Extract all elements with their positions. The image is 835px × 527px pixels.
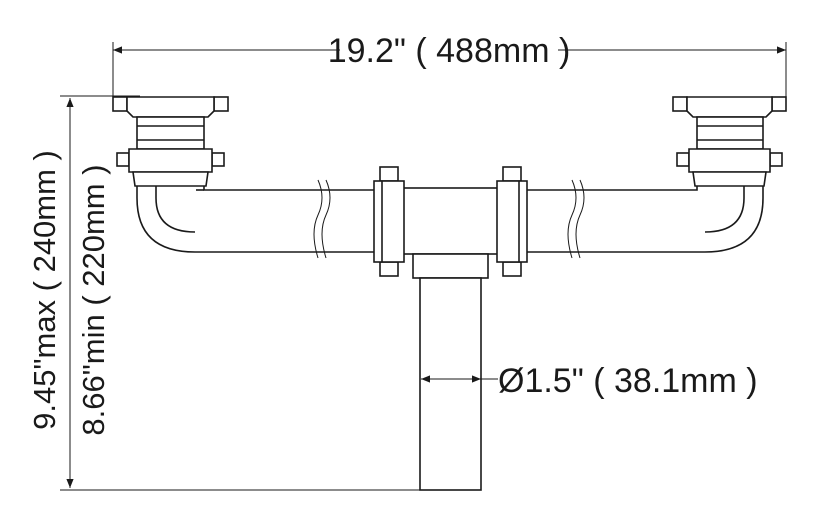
width-label: 19.2" ( 488mm ) [328, 32, 571, 70]
right-pipe-break-1 [567, 179, 577, 259]
left-nut-lower [132, 171, 209, 187]
left-flange-tab-left [112, 96, 128, 112]
tee-body [402, 187, 499, 255]
tee-left-nut-tab-top [379, 166, 399, 182]
left-slip-nut [128, 148, 213, 173]
left-pipe [136, 179, 380, 259]
tee-right-nut-tab-bottom [502, 261, 522, 277]
tee-right-slip-nut [496, 180, 528, 263]
right-nut-tab-right [769, 152, 783, 167]
right-top-flange [686, 96, 773, 118]
right-pipe-break-2 [575, 179, 585, 259]
tee-left-slip-nut [373, 180, 405, 263]
diameter-label: Ø1.5" ( 38.1mm ) [498, 362, 758, 400]
right-pipe [515, 179, 764, 259]
left-flange-tab-right [213, 96, 229, 112]
right-fitting [672, 96, 787, 187]
tailpiece [419, 277, 482, 491]
right-slip-nut [688, 148, 771, 173]
tee-right-nut-tab-top [502, 166, 522, 182]
right-fitting-body [696, 116, 764, 150]
right-nut-tab-left [676, 152, 690, 167]
left-pipe-break-1 [313, 179, 323, 259]
tee-left-nut-tab-bottom [379, 261, 399, 277]
left-nut-tab-left [116, 152, 130, 167]
left-top-flange [126, 96, 215, 118]
width-dimension: 19.2" ( 488mm ) [112, 32, 787, 100]
left-pipe-break-2 [321, 179, 331, 259]
tailpiece-pipe [419, 277, 482, 491]
right-flange-tab-left [672, 96, 688, 112]
height-dimension: 9.45"max ( 240mm ) 8.66"min ( 220mm ) [27, 95, 420, 491]
left-nut-tab-right [211, 152, 225, 167]
height-max-label: 9.45"max ( 240mm ) [27, 150, 62, 430]
tee-bottom-collar [412, 253, 489, 279]
center-tee [373, 166, 528, 279]
left-fitting [112, 96, 229, 187]
height-min-label: 8.66"min ( 220mm ) [76, 164, 111, 435]
right-nut-lower [692, 171, 767, 187]
diameter-dimension: Ø1.5" ( 38.1mm ) [421, 362, 758, 400]
right-flange-tab-right [771, 96, 787, 112]
left-fitting-body [136, 116, 205, 150]
